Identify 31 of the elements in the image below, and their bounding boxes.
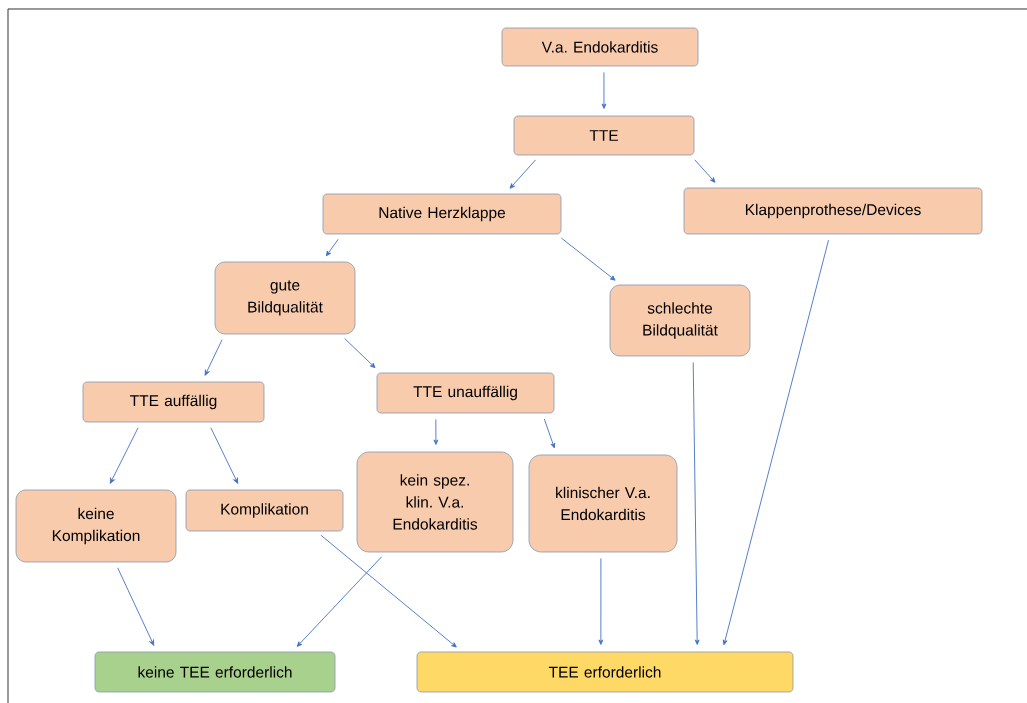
arrow <box>560 237 616 281</box>
arrow <box>117 567 155 646</box>
process-box: gute Bildqualität <box>214 261 356 335</box>
result-box: TEE erforderlich <box>416 651 794 693</box>
process-box: TTE <box>513 115 695 156</box>
arrow <box>722 239 829 646</box>
process-box: TTE unauffällig <box>376 372 555 414</box>
arrow <box>433 418 439 445</box>
arrow <box>601 71 607 109</box>
result-box: keine TEE erforderlich <box>94 651 336 693</box>
arrow <box>204 339 223 376</box>
process-box: keine Komplikation <box>15 489 177 563</box>
process-box: klinischer V.a. Endokarditis <box>528 454 678 553</box>
process-box: TTE auffällig <box>82 381 265 423</box>
process-box: Komplikation <box>185 489 344 532</box>
arrow <box>325 238 339 257</box>
process-box: schlechte Bildqualität <box>609 284 751 357</box>
process-box: Native Herzklappe <box>322 193 562 235</box>
arrow <box>210 427 239 484</box>
arrow <box>344 338 376 369</box>
arrow <box>320 534 457 648</box>
process-box: V.a. Endokarditis <box>501 27 699 67</box>
arrow <box>694 159 716 183</box>
arrow <box>598 557 604 645</box>
arrow <box>692 361 700 645</box>
arrow <box>296 556 383 647</box>
arrow <box>109 427 139 484</box>
process-box: Klappenprothese/Devices <box>683 187 983 235</box>
arrow <box>509 159 537 189</box>
process-box: kein spez. klin. V.a. Endokarditis <box>356 451 514 553</box>
arrow <box>543 418 556 449</box>
